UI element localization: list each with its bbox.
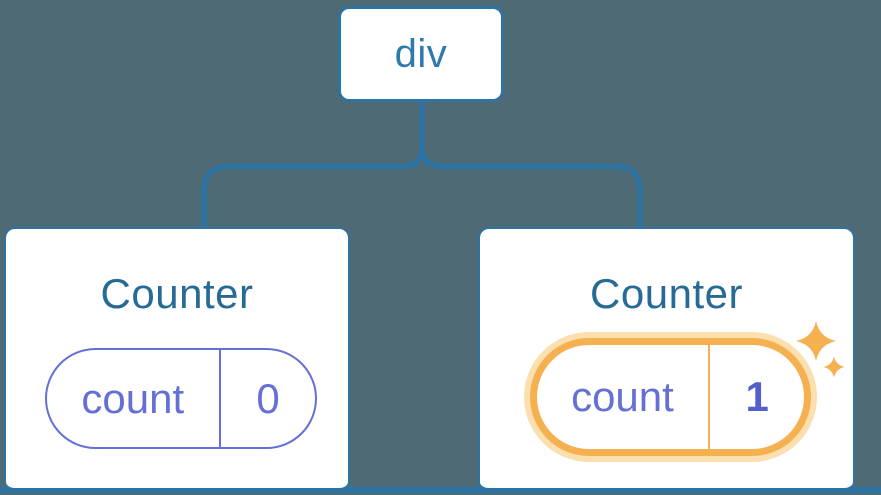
state-key-label: count: [81, 374, 185, 422]
component-title: Counter: [590, 270, 743, 317]
root-node-label: div: [394, 32, 448, 76]
state-pill: count 0: [45, 348, 317, 449]
state-key-label: count: [571, 373, 674, 420]
state-pill-highlighted: count 1: [530, 338, 811, 456]
pill-divider: [707, 345, 711, 449]
baseline-rule: [0, 487, 881, 493]
state-value: 1: [745, 373, 769, 420]
counter-card-right: Counter count 1: [478, 227, 855, 493]
pill-divider: [218, 350, 222, 447]
sparkles-icon: [796, 321, 845, 378]
counter-card-left: Counter count 0: [4, 227, 350, 493]
root-node-div: div: [338, 6, 504, 102]
component-title: Counter: [100, 270, 254, 317]
state-value: 0: [256, 374, 280, 422]
